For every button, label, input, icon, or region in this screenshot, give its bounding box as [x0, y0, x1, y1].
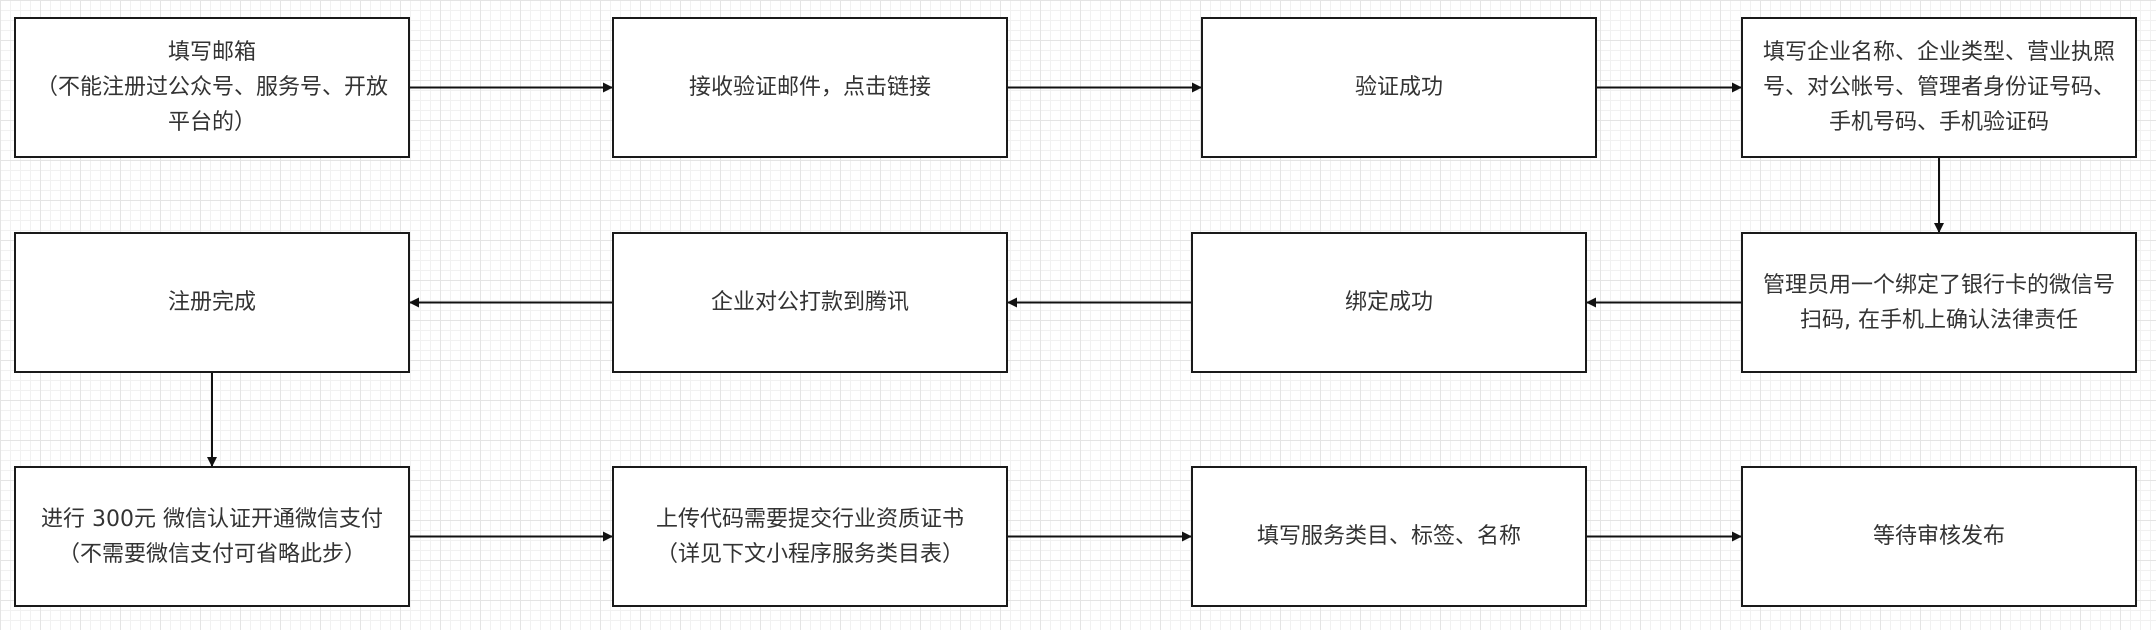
step-fill-company-info: 填写企业名称、企业类型、营业执照号、对公帐号、管理者身份证号码、手机号码、手机验… — [1741, 17, 2137, 158]
step-wechat-certification: 进行 300元 微信认证开通微信支付（不需要微信支付可省略此步） — [14, 466, 410, 607]
step-fill-email: 填写邮箱 （不能注册过公众号、服务号、开放平台的） — [14, 17, 410, 158]
step-bind-success: 绑定成功 — [1191, 232, 1587, 373]
step-fill-service-category: 填写服务类目、标签、名称 — [1191, 466, 1587, 607]
step-admin-scan-confirm: 管理员用一个绑定了银行卡的微信号扫码, 在手机上确认法律责任 — [1741, 232, 2137, 373]
step-wait-review-publish: 等待审核发布 — [1741, 466, 2137, 607]
step-registration-complete: 注册完成 — [14, 232, 410, 373]
step-upload-code-certificate: 上传代码需要提交行业资质证书 （详见下文小程序服务类目表） — [612, 466, 1008, 607]
step-company-pay-tencent: 企业对公打款到腾讯 — [612, 232, 1008, 373]
step-verification-success: 验证成功 — [1201, 17, 1597, 158]
step-receive-verification-email: 接收验证邮件，点击链接 — [612, 17, 1008, 158]
